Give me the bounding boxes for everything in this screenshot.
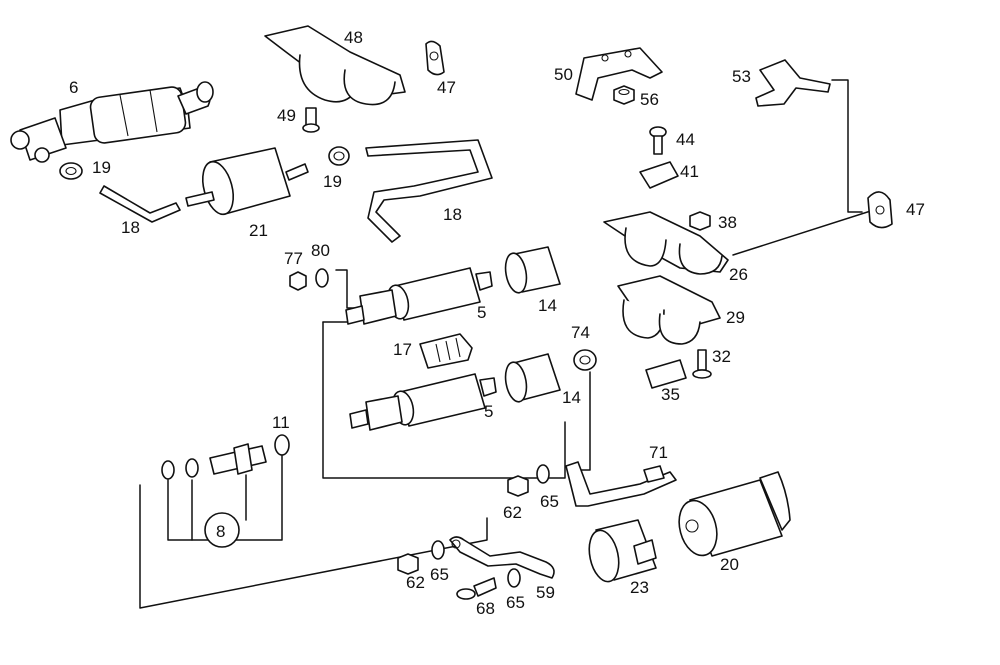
- part-6-pump: [10, 81, 214, 163]
- callout-41: 41: [680, 162, 699, 181]
- part-35-clip: [645, 359, 687, 389]
- part-38-nut: [689, 211, 711, 231]
- part-11-washer: [274, 434, 290, 456]
- callout-47-top: 47: [437, 78, 456, 97]
- part-47-mount-right: [867, 191, 893, 229]
- part-23-ring: [588, 519, 657, 583]
- callout-26: 26: [729, 265, 748, 284]
- callout-17: 17: [393, 340, 412, 359]
- callout-50: 50: [554, 65, 573, 84]
- leader-lines: [139, 79, 881, 609]
- callout-29: 29: [726, 308, 745, 327]
- callout-5-lower: 5: [484, 402, 493, 421]
- part-48-bracket: [264, 25, 406, 106]
- callout-68: 68: [476, 599, 495, 618]
- callout-labels: 6 48 47 50 56 53 49 19 19 18 18 21 44 41…: [69, 28, 925, 618]
- part-5-fuel-pump-upper: [345, 267, 493, 325]
- part-18-hose-mid: [365, 139, 493, 243]
- callout-11: 11: [272, 413, 290, 432]
- callout-21: 21: [249, 221, 268, 240]
- callout-35: 35: [661, 385, 680, 404]
- callout-56: 56: [640, 90, 659, 109]
- part-62-screw-upper: [507, 475, 529, 497]
- callout-6: 6: [69, 78, 78, 97]
- callout-65-upper: 65: [540, 492, 559, 511]
- part-8-fitting: [161, 443, 267, 548]
- callout-5-upper: 5: [477, 303, 486, 322]
- part-32-bolt: [692, 349, 712, 379]
- callout-71: 71: [649, 443, 668, 462]
- part-77-nut: [289, 271, 307, 291]
- part-74-clamp: [573, 349, 597, 371]
- part-49-bolt: [302, 107, 320, 133]
- callout-62-upper: 62: [503, 503, 522, 522]
- callout-65-lower-a: 65: [430, 565, 449, 584]
- callout-44: 44: [676, 130, 695, 149]
- part-80-lock-washer: [315, 268, 329, 288]
- part-14-sleeve-lower: [504, 353, 561, 403]
- part-41-clip: [639, 161, 679, 189]
- part-71-line: [565, 461, 677, 507]
- part-44-screw: [649, 126, 667, 155]
- callout-20: 20: [720, 555, 739, 574]
- part-26-bracket: [603, 211, 729, 275]
- callout-62-lower: 62: [406, 573, 425, 592]
- part-21-fuel-filter: [185, 147, 309, 216]
- part-65-seal-lower-b: [507, 568, 521, 588]
- part-20-filter: [678, 471, 791, 557]
- part-14-sleeve-upper: [504, 246, 561, 294]
- callout-8: 8: [216, 522, 225, 541]
- callout-14-lower: 14: [562, 388, 581, 407]
- part-18-hose-left: [99, 185, 181, 223]
- part-19-clamp-mid: [328, 146, 350, 166]
- callout-48: 48: [344, 28, 363, 47]
- callout-49: 49: [277, 106, 296, 125]
- callout-38: 38: [718, 213, 737, 232]
- callout-59: 59: [536, 583, 555, 602]
- part-56-nut: [613, 85, 635, 105]
- part-62-screw-lower: [397, 553, 419, 575]
- callout-19-mid: 19: [323, 172, 342, 191]
- part-29-bracket: [617, 275, 721, 345]
- callout-18-left: 18: [121, 218, 140, 237]
- part-5-fuel-pump-lower: [349, 373, 497, 431]
- part-59-line: [449, 536, 555, 579]
- part-68-bolt: [456, 577, 497, 600]
- callout-77: 77: [284, 249, 303, 268]
- callout-74: 74: [571, 323, 590, 342]
- callout-18-mid: 18: [443, 205, 462, 224]
- part-17-holder: [419, 333, 473, 369]
- part-19-clamp-left: [59, 162, 83, 180]
- callout-53: 53: [732, 67, 751, 86]
- part-47-mount-top: [425, 40, 445, 76]
- callout-80: 80: [311, 241, 330, 260]
- part-65-seal-upper: [536, 464, 550, 484]
- callout-23: 23: [630, 578, 649, 597]
- callout-47-right: 47: [906, 200, 925, 219]
- part-50-bracket: [575, 47, 663, 101]
- callout-32: 32: [712, 347, 731, 366]
- part-65-seal-lower-a: [431, 540, 445, 560]
- callout-19-left: 19: [92, 158, 111, 177]
- callout-65-lower-b: 65: [506, 593, 525, 612]
- part-53-bracket: [755, 59, 831, 107]
- callout-14-upper: 14: [538, 296, 557, 315]
